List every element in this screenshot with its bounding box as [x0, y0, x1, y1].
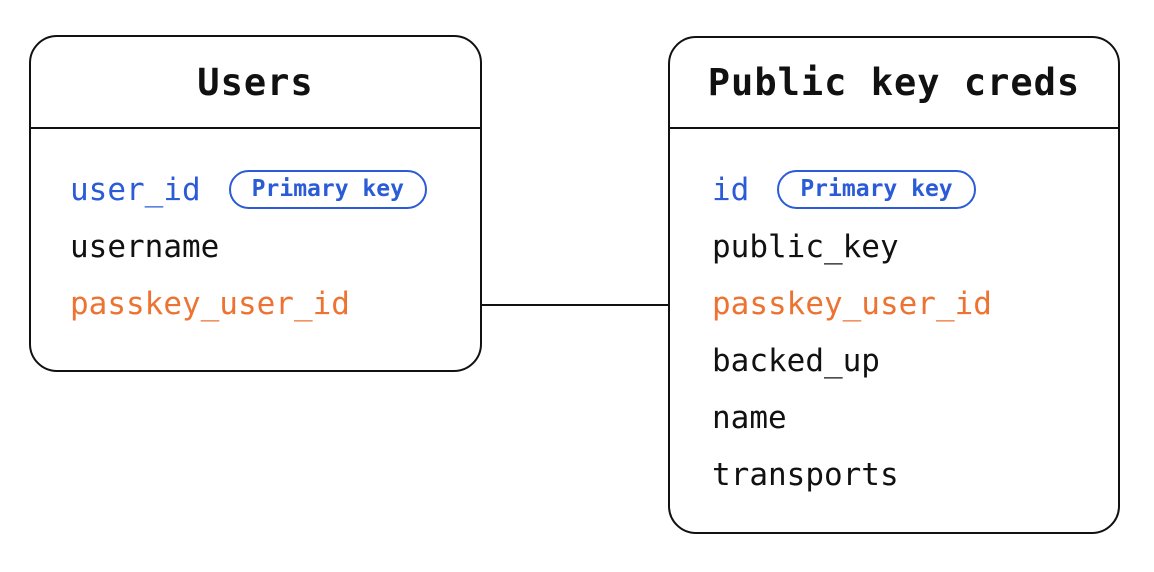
table-users-fields: user_id Primary key username passkey_use… — [31, 129, 480, 332]
field-row-user-id: user_id Primary key — [70, 161, 480, 218]
field-row-public-key: public_key — [712, 218, 1118, 275]
field-row-backed-up: backed_up — [712, 332, 1118, 389]
field-name-passkey-user-id: passkey_user_id — [70, 285, 350, 322]
table-users-header: Users — [31, 37, 480, 129]
primary-key-badge: Primary key — [777, 169, 976, 210]
field-name-public-key: public_key — [712, 228, 899, 265]
field-name-id: id — [712, 171, 750, 208]
field-name-passkey-user-id: passkey_user_id — [712, 285, 992, 322]
field-name-user-id: user_id — [70, 171, 201, 208]
field-name-transports: transports — [712, 456, 899, 493]
field-name-username: username — [70, 228, 220, 265]
field-row-name: name — [712, 389, 1118, 446]
relation-connector-line — [481, 304, 669, 306]
primary-key-badge: Primary key — [228, 169, 427, 210]
table-users-title: Users — [197, 60, 314, 104]
field-row-id: id Primary key — [712, 161, 1118, 218]
table-public-key-creds-title: Public key creds — [707, 61, 1081, 104]
field-name-backed-up: backed_up — [712, 342, 880, 379]
table-users: Users user_id Primary key username passk… — [29, 35, 482, 372]
table-public-key-creds-fields: id Primary key public_key passkey_user_i… — [670, 129, 1118, 503]
table-public-key-creds-header: Public key creds — [670, 38, 1118, 129]
field-name-name: name — [712, 399, 787, 436]
table-public-key-creds: Public key creds id Primary key public_k… — [668, 36, 1120, 534]
field-row-passkey-user-id: passkey_user_id — [70, 275, 480, 332]
field-row-username: username — [70, 218, 480, 275]
field-row-passkey-user-id: passkey_user_id — [712, 275, 1118, 332]
field-row-transports: transports — [712, 446, 1118, 503]
